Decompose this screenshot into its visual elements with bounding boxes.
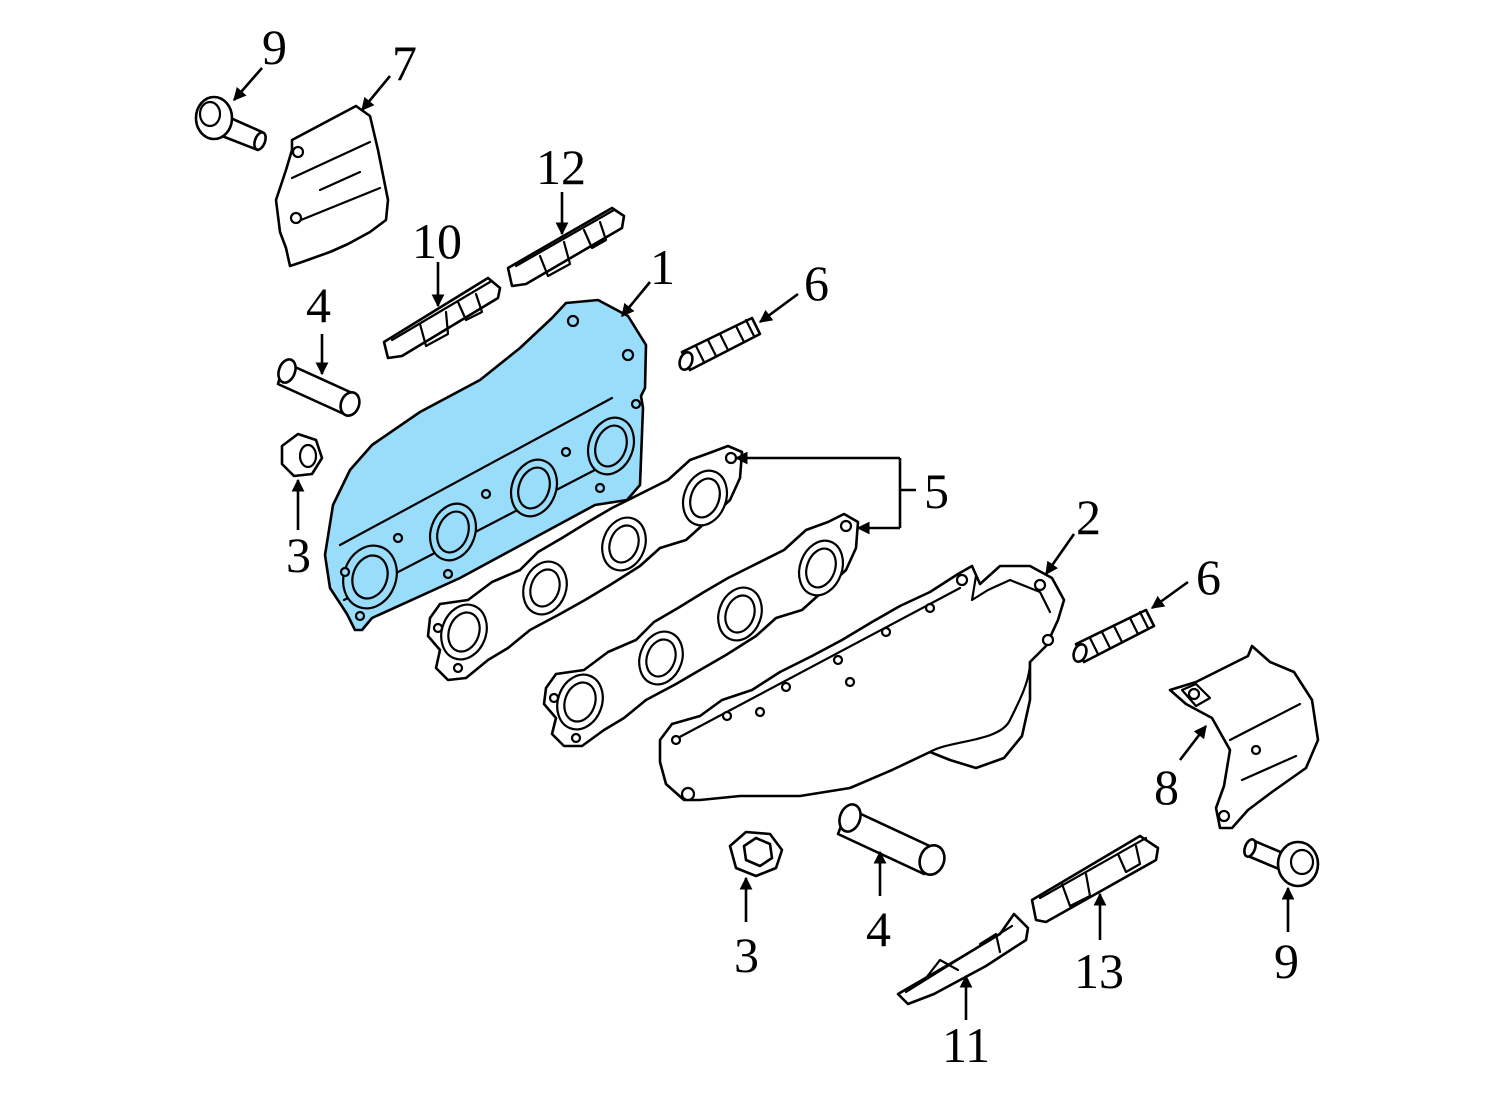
callout-3-lower: 3 [734, 927, 759, 983]
part-3-nut-lower[interactable] [728, 830, 784, 878]
part-12-bracket[interactable] [506, 206, 626, 288]
part-1-heat-shield-highlighted[interactable] [323, 298, 648, 632]
part-9-bolt-upper[interactable] [194, 95, 268, 152]
part-3-nut-upper[interactable] [280, 432, 324, 478]
leader-lines [233, 67, 1295, 1020]
part-5-gasket-lower[interactable] [542, 512, 860, 748]
part-9-bolt-lower[interactable] [1242, 838, 1320, 888]
callout-1: 1 [650, 239, 675, 295]
callout-8: 8 [1154, 759, 1179, 815]
part-4-sleeve-upper[interactable] [275, 357, 362, 418]
callout-4-upper: 4 [306, 277, 331, 333]
callout-13: 13 [1074, 943, 1124, 999]
part-6-stud-upper[interactable] [677, 316, 762, 372]
callout-6-lower: 6 [1196, 549, 1221, 605]
callout-7: 7 [392, 35, 417, 91]
callout-labels: 9 7 12 10 1 6 4 3 5 2 6 8 3 4 13 9 11 [262, 19, 1299, 1073]
callout-9-lower: 9 [1274, 933, 1299, 989]
heat-shield-body [323, 298, 648, 632]
part-2-exhaust-manifold[interactable] [658, 564, 1066, 802]
part-11-bracket[interactable] [896, 912, 1030, 1006]
callout-4-lower: 4 [866, 901, 891, 957]
part-8-heat-shield-bracket[interactable] [1168, 644, 1320, 830]
callout-12: 12 [536, 139, 586, 195]
part-6-stud-lower[interactable] [1071, 608, 1156, 664]
callout-2: 2 [1076, 489, 1101, 545]
part-5-gasket-upper[interactable] [426, 444, 744, 682]
callout-11: 11 [942, 1017, 990, 1073]
part-13-bracket[interactable] [1030, 834, 1160, 924]
callout-3-upper: 3 [286, 527, 311, 583]
part-4-sleeve-lower[interactable] [836, 801, 949, 878]
callout-9-upper: 9 [262, 19, 287, 75]
part-10-bracket[interactable] [382, 276, 502, 360]
callout-5: 5 [924, 463, 949, 519]
callout-10: 10 [412, 213, 462, 269]
callout-6-upper: 6 [804, 255, 829, 311]
part-7-heat-shield-bracket[interactable] [274, 104, 390, 268]
